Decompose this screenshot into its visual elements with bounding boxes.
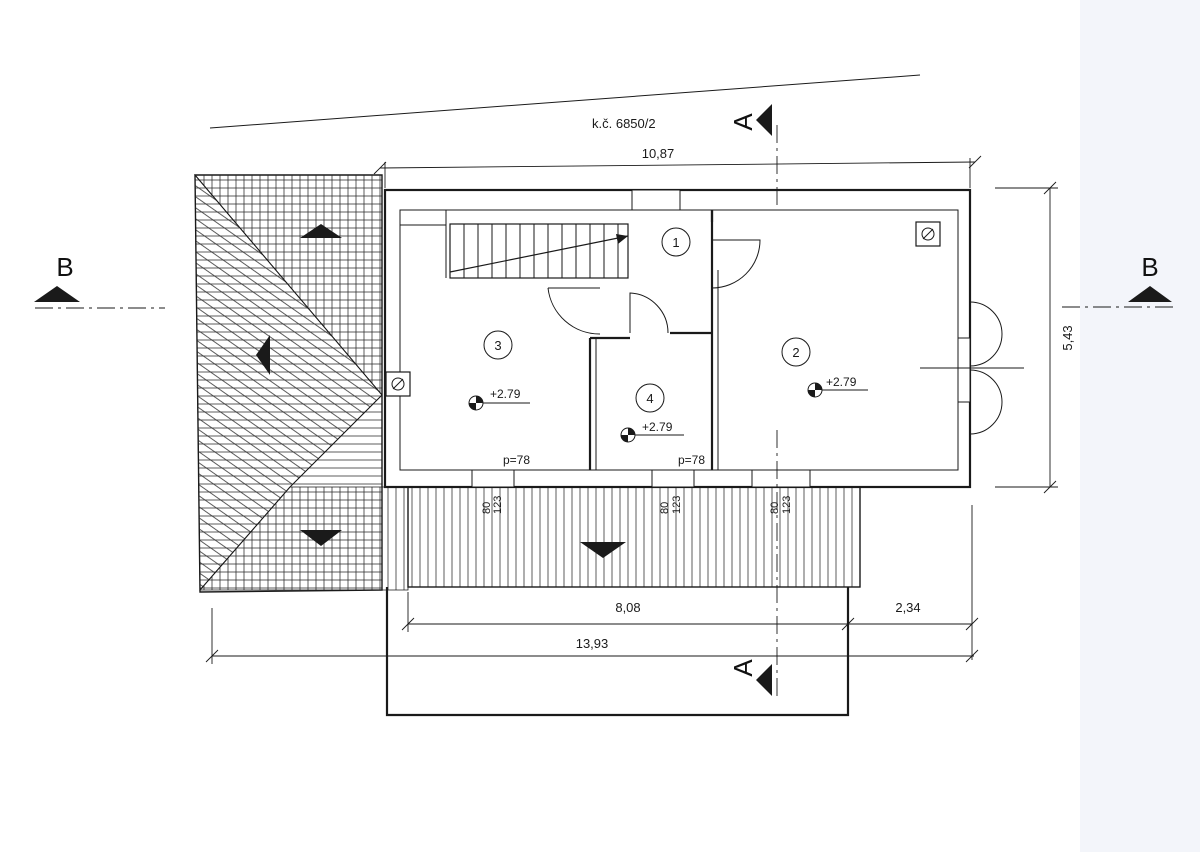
- chimney-symbol-room3: [385, 371, 411, 397]
- level-marker-room2: +2.79: [807, 375, 868, 398]
- window-1-height: 123: [492, 496, 504, 514]
- plot-boundary-line: [209, 74, 921, 129]
- dim-right-height: [995, 181, 1058, 494]
- roof-slope-arrow-down: [300, 530, 342, 546]
- dim-middle-row: [401, 505, 979, 660]
- roof-left-wing: [194, 173, 409, 593]
- window-2-width: 80: [659, 502, 671, 514]
- terrace-outline: [385, 587, 850, 717]
- section-a-top-label: A: [728, 113, 758, 131]
- dim-middle-width-value: 8,08: [615, 600, 640, 615]
- level-marker-room4: +2.79: [620, 420, 684, 443]
- room-4-number: 4: [646, 391, 653, 406]
- window-3-height: 123: [781, 496, 793, 514]
- door-swings: [547, 239, 1024, 435]
- room-3-number: 3: [494, 338, 501, 353]
- roof-slope-arrow-up: [300, 224, 342, 238]
- chimney-symbol-room2: [915, 221, 941, 247]
- room-1-number: 1: [672, 235, 679, 250]
- section-a-bottom-label: A: [728, 659, 758, 677]
- window-3-width: 80: [769, 502, 781, 514]
- scan-edge-tint: [1080, 0, 1200, 852]
- dim-total-width: [205, 608, 979, 664]
- room-1-marker: 1: [661, 227, 691, 257]
- room-3-marker: 3: [483, 330, 513, 360]
- section-b-right-label: B: [1141, 252, 1158, 282]
- roof-slope-arrow-left: [256, 335, 270, 375]
- window-1-parapet: p=78: [503, 453, 530, 467]
- dim-top-width: [373, 155, 982, 188]
- level-marker-room3: +2.79: [468, 387, 530, 411]
- section-b-left-label: B: [56, 252, 73, 282]
- window-1-width: 80: [481, 502, 493, 514]
- room-2-level: +2.79: [826, 375, 857, 389]
- window-2-height: 123: [671, 496, 683, 514]
- roof-terrace-strip: [407, 486, 861, 588]
- dim-right-offset-value: 2,34: [895, 600, 920, 615]
- room-3-level: +2.79: [490, 387, 521, 401]
- room-4-level: +2.79: [642, 420, 673, 434]
- room-2-number: 2: [792, 345, 799, 360]
- dim-total-width-value: 13,93: [576, 636, 609, 651]
- window-2-parapet: p=78: [678, 453, 705, 467]
- section-line-b: [34, 286, 1175, 309]
- staircase: [449, 223, 629, 279]
- dim-top-width-value: 10,87: [642, 146, 675, 161]
- building-walls: [383, 188, 972, 489]
- room-2-marker: 2: [781, 337, 811, 367]
- section-line-a: [756, 104, 778, 700]
- terrace-slope-arrow-down: [580, 542, 626, 558]
- parcel-label: k.č. 6850/2: [592, 116, 656, 131]
- room-4-marker: 4: [635, 383, 665, 413]
- dim-right-height-value: 5,43: [1060, 325, 1075, 350]
